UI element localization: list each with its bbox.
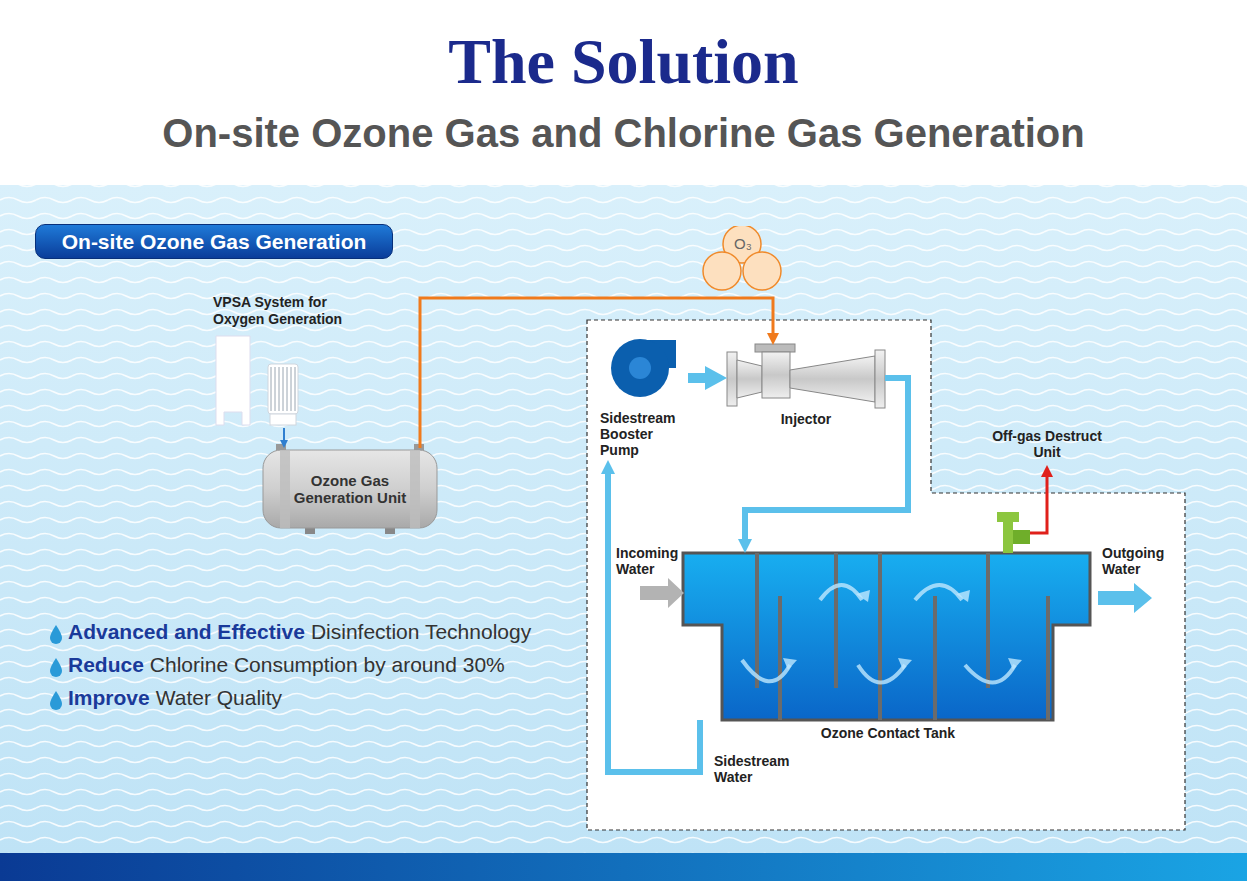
- node-text: Off-gas Destruct Unit: [992, 428, 1102, 460]
- edge-label: Sidestream Water: [714, 753, 804, 785]
- node-text: VPSA System for Oxygen Generation: [213, 294, 358, 328]
- flow-connector: [745, 378, 908, 539]
- booster-pump: Sidestream Booster Pump: [598, 330, 688, 458]
- benefit-text: Improve: [68, 686, 150, 710]
- benefit-text: Advanced and Effective: [68, 620, 305, 644]
- benefit-text: Chlorine Consumption by around 30%: [150, 653, 505, 677]
- flow-label: Outgoing Water: [1102, 545, 1176, 577]
- flow-connector: [1030, 477, 1047, 533]
- section-badge: On-site Ozone Gas Generation: [35, 224, 393, 259]
- flow-connector: [608, 474, 700, 772]
- contact-tank: Ozone Contact Tank: [683, 553, 1090, 720]
- ozone-bubbles: O₃: [698, 226, 788, 292]
- benefit-text: Disinfection Technology: [311, 620, 531, 644]
- node-text: Ozone Contact Tank: [683, 725, 1093, 741]
- benefit-text: Reduce: [68, 653, 144, 677]
- ozone-generator: Ozone Gas Generation Unit: [263, 448, 437, 530]
- flow-connector: [688, 373, 705, 383]
- node-text: O₃: [698, 234, 788, 254]
- node-text: On-site Ozone Gas Generation: [62, 230, 367, 254]
- node-text: Ozone Gas Generation Unit: [293, 472, 407, 506]
- title: The Solution: [0, 22, 1247, 102]
- node-text: Sidestream Booster Pump: [600, 410, 684, 458]
- node-text: Injector: [727, 411, 885, 427]
- flow-connector: [283, 428, 285, 440]
- flow-connector: [420, 298, 773, 448]
- benefit-text: Water Quality: [156, 686, 282, 710]
- subtitle: On-site Ozone Gas and Chlorine Gas Gener…: [0, 108, 1247, 158]
- vpsa-system: VPSA System for Oxygen Generation: [213, 294, 363, 428]
- off-gas-destruct: Off-gas Destruct Unit: [992, 425, 1102, 463]
- injector: Injector: [727, 345, 885, 427]
- flow-label: Incoming Water: [616, 545, 690, 577]
